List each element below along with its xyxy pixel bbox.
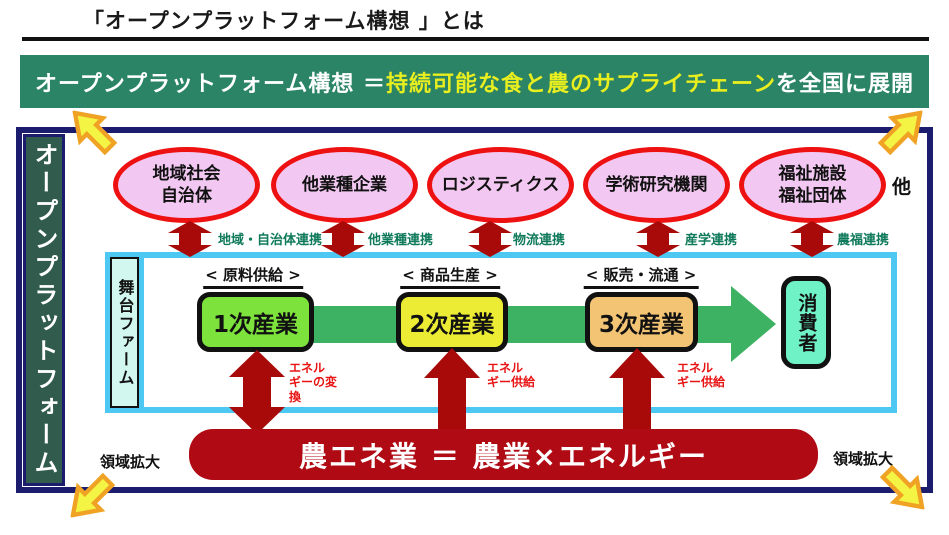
page-title: 「オープンプラットフォーム構想 」とは (83, 9, 485, 33)
corner-arrow-icon-bottom-left (57, 465, 123, 531)
stakeholder-label: 他業種企業 (302, 174, 387, 195)
agri-energy-label: 農エネ業 ＝ 農業×エネルギー (299, 439, 708, 473)
industry-box-secondary: 2次産業 (396, 292, 508, 352)
title-underline (22, 37, 929, 41)
industry-label: 1次産業 (212, 312, 298, 338)
energy-arrow-icon-double (229, 350, 285, 434)
industry-box-tertiary: 3次産業 (585, 292, 698, 352)
industry-label: 3次産業 (598, 312, 684, 338)
domain-expand-label-left: 領域拡大 (100, 453, 161, 471)
corner-arrow-icon-top-right (870, 97, 936, 163)
link-arrow-icon (168, 221, 212, 257)
link-label-community: 地域・自治体連携 (218, 233, 323, 248)
link-arrow-icon (790, 221, 834, 257)
link-arrow-icon (321, 221, 365, 257)
stakeholder-ellipse-academic: 学術研究機関 (583, 147, 730, 223)
stakeholder-label: 福祉施設 福祉団体 (778, 163, 847, 206)
industry-label: 2次産業 (409, 312, 495, 338)
stage-tab-label: 舞台ファーム (115, 278, 135, 387)
energy-arrow-icon-up (424, 348, 480, 432)
consumer-box: 消費者 (781, 276, 831, 369)
link-label-logistics: 物流連携 (513, 233, 566, 248)
stage-tab-border: 舞台ファーム (110, 257, 139, 408)
concept-banner: オープンプラットフォーム構想 ＝ 持続可能な食と農のサプライチェーンを全国に展開 (20, 55, 929, 108)
consumer-label: 消費者 (795, 292, 818, 353)
energy-label-conversion: エネル ギーの変 換 (289, 361, 338, 404)
stakeholder-ellipse-welfare: 福祉施設 福祉団体 (739, 147, 886, 223)
stakeholder-label: 地域社会 自治体 (152, 163, 221, 206)
energy-arrow-icon-up (609, 348, 665, 432)
link-arrow-icon (468, 221, 512, 257)
platform-frame (16, 127, 933, 493)
banner-suffix: を全国に展開 (775, 71, 914, 97)
banner-prefix: オープンプラットフォーム構想 ＝ (35, 71, 387, 97)
flow-arrowhead-icon (731, 286, 776, 362)
stakeholder-ellipse-logistics: ロジスティクス (427, 147, 574, 223)
banner-highlight: 持続可能な食と農のサプライチェーン (386, 71, 776, 97)
link-label-industry: 他業種連携 (368, 233, 434, 248)
corner-arrow-icon-bottom-right (872, 457, 938, 523)
platform-sidebar: オープンプラットフォーム (23, 134, 65, 486)
corner-arrow-icon-top-left (59, 97, 125, 163)
link-label-welfare: 農福連携 (837, 233, 890, 248)
agri-energy-banner: 農エネ業 ＝ 農業×エネルギー (189, 429, 818, 480)
platform-sidebar-label: オープンプラットフォーム (30, 142, 58, 478)
link-label-academic: 産学連携 (685, 233, 738, 248)
energy-label-supply: エネル ギー供給 (487, 361, 536, 390)
stakeholder-ellipse-industry: 他業種企業 (271, 147, 418, 223)
chain-header-production: < 商品生産 > (400, 264, 500, 289)
chain-header-supply: < 原料供給 > (203, 264, 303, 289)
chain-header-sales: < 販売・流通 > (583, 264, 699, 289)
other-label: 他 (892, 176, 912, 198)
domain-expand-label-right: 領域拡大 (833, 450, 894, 468)
link-arrow-icon (636, 221, 680, 257)
stakeholder-ellipse-community: 地域社会 自治体 (113, 147, 260, 223)
industry-box-primary: 1次産業 (197, 292, 314, 352)
stakeholder-label: ロジスティクス (441, 174, 560, 195)
stakeholder-label: 学術研究機関 (605, 174, 708, 195)
energy-label-supply: エネル ギー供給 (677, 361, 726, 390)
stage-tab: 舞台ファーム (105, 252, 144, 413)
